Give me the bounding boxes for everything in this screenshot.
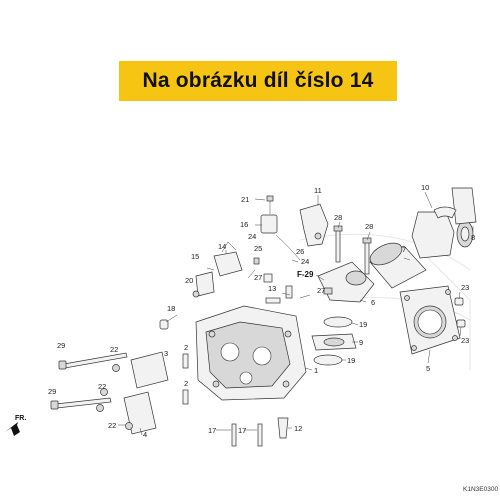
part-number-banner: Na obrázku díl číslo 14 xyxy=(119,61,397,101)
callout-12: 12 xyxy=(294,424,302,433)
piston-part xyxy=(369,242,427,289)
callout-22-upper: 22 xyxy=(110,345,118,354)
callout-29-upper: 29 xyxy=(57,341,65,350)
drawing-code: K1N3E0300 xyxy=(463,486,498,493)
cam-chain-guide-plates xyxy=(96,351,189,435)
callout-14: 14 xyxy=(218,242,226,251)
callout-1: 1 xyxy=(314,366,318,375)
callout-7: 7 xyxy=(402,245,406,254)
callout-27-right: 27 xyxy=(317,286,325,295)
cylinder-head-part xyxy=(195,305,307,401)
banner-text: Na obrázku díl číslo 14 xyxy=(142,69,374,92)
callout-6: 6 xyxy=(371,298,375,307)
callout-22-lower: 22 xyxy=(108,421,116,430)
callout-28-left: 28 xyxy=(334,213,342,222)
wiring-harness-part xyxy=(192,241,243,298)
callout-25: 25 xyxy=(254,244,262,253)
callout-28-right: 28 xyxy=(365,222,373,231)
studs-17-and-plug-12 xyxy=(231,417,289,447)
callout-4: 4 xyxy=(143,430,147,439)
callout-23-upper: 23 xyxy=(461,283,469,292)
front-direction-arrow: FR. xyxy=(5,415,26,436)
dowel-18 xyxy=(159,319,169,330)
callout-17-right: 17 xyxy=(238,426,246,435)
callout-leaders xyxy=(118,191,474,436)
callout-11: 11 xyxy=(314,186,322,195)
callout-5: 5 xyxy=(426,364,430,373)
callout-22-middle: 22 xyxy=(98,382,106,391)
callout-10: 10 xyxy=(421,183,429,192)
stud-bolts xyxy=(50,352,128,410)
front-label: FR. xyxy=(15,415,26,422)
callout-26: 26 xyxy=(296,247,304,256)
small-bolts xyxy=(253,257,293,304)
callout-24-upper: 24 xyxy=(248,232,256,241)
callout-3: 3 xyxy=(164,349,168,358)
intake-manifold-part xyxy=(317,261,375,303)
callout-16: 16 xyxy=(240,220,248,229)
callout-19-upper: 19 xyxy=(359,320,367,329)
callout-24-lower: 24 xyxy=(301,257,309,266)
callout-17-left: 17 xyxy=(208,426,216,435)
callout-23-lower: 23 xyxy=(461,336,469,345)
cylinder-gasket-part xyxy=(399,285,461,355)
reference-label: F-29 xyxy=(297,270,314,279)
callout-8: 8 xyxy=(471,233,475,242)
callout-2-upper: 2 xyxy=(184,343,188,352)
callout-numbers: 21 11 10 16 24 28 28 7 8 14 25 26 24 15 … xyxy=(48,183,475,439)
callout-18: 18 xyxy=(167,304,175,313)
callout-15: 15 xyxy=(191,252,199,261)
callout-27-left: 27 xyxy=(254,273,262,282)
seal-rings xyxy=(311,316,357,366)
bracket-part xyxy=(299,203,329,247)
callout-20: 20 xyxy=(185,276,193,285)
callout-19-lower: 19 xyxy=(347,356,355,365)
sensor-part xyxy=(260,195,301,261)
intake-insulator-part xyxy=(411,187,477,259)
callout-29-lower: 29 xyxy=(48,387,56,396)
callout-9: 9 xyxy=(359,338,363,347)
callout-13: 13 xyxy=(268,284,276,293)
callout-21: 21 xyxy=(241,195,249,204)
callout-2-lower: 2 xyxy=(184,379,188,388)
